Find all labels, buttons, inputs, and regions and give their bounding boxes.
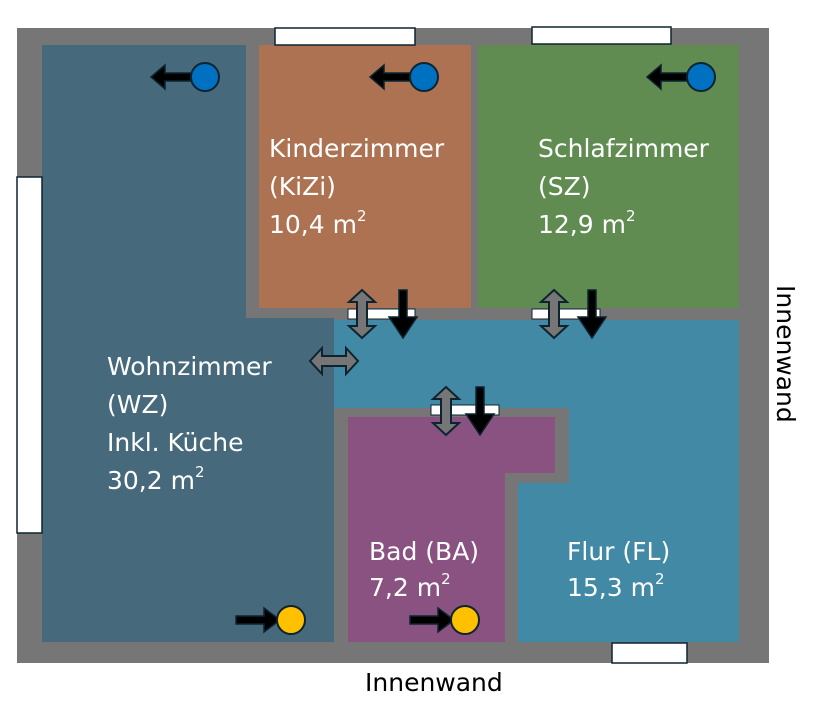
window-left-wohnzimmer — [16, 176, 43, 534]
flur-name: Flur (FL) — [567, 537, 670, 566]
window-top-kinderzimmer — [274, 27, 416, 46]
schlafzimmer-area: 12,9 m2 — [538, 207, 636, 239]
door-kinderzimmer — [347, 308, 416, 320]
schlafzimmer-abbr: (SZ) — [538, 172, 591, 201]
flur-area: 15,3 m2 — [567, 570, 665, 602]
room-bad — [348, 417, 555, 642]
schlafzimmer-name: Schlafzimmer — [538, 134, 710, 163]
kinderzimmer-area: 10,4 m2 — [269, 207, 367, 239]
wohnzimmer-area: 30,2 m2 — [107, 463, 205, 495]
window-top-schlafzimmer — [531, 26, 672, 45]
wohnzimmer-name: Wohnzimmer — [107, 352, 272, 381]
bad-name: Bad (BA) — [369, 537, 479, 566]
wall-label-right: Innenwand — [771, 285, 800, 423]
room-wohnzimmer — [42, 45, 334, 642]
wohnzimmer-extra: Inkl. Küche — [107, 428, 244, 457]
wall-label-bottom: Innenwand — [365, 668, 503, 697]
door-schlafzimmer — [531, 308, 601, 320]
door-bad — [430, 404, 500, 416]
kinderzimmer-name: Kinderzimmer — [269, 134, 445, 163]
window-bottom-flur — [611, 642, 688, 664]
bad-area: 7,2 m2 — [369, 570, 451, 602]
room-flur — [334, 320, 739, 642]
room-kinderzimmer — [259, 45, 471, 308]
wohnzimmer-abbr: (WZ) — [107, 390, 168, 419]
kinderzimmer-abbr: (KiZi) — [269, 172, 336, 201]
